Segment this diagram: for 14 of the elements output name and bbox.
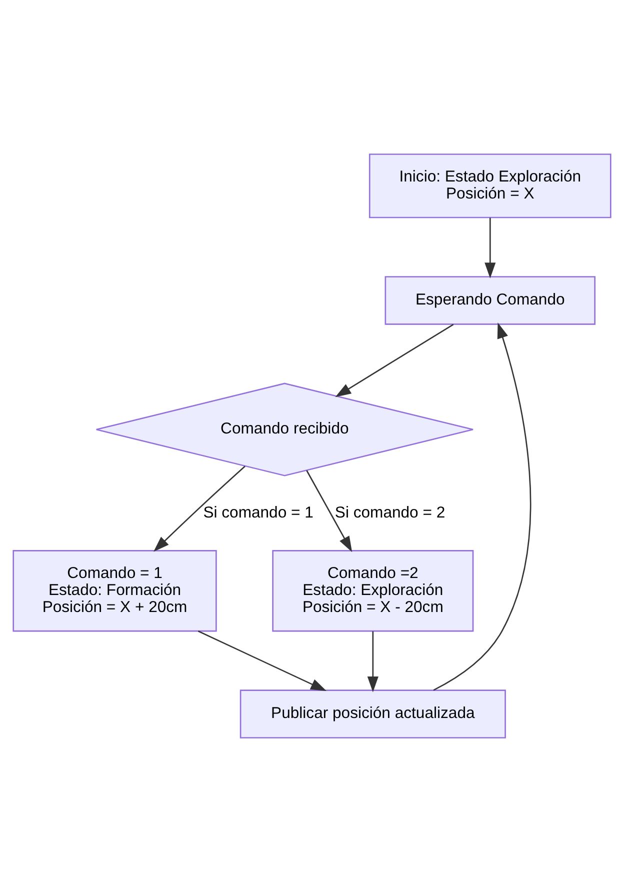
arrow — [433, 322, 532, 691]
node-box: Inicio: Estado Exploración Posición = X — [368, 154, 612, 218]
arrow — [154, 466, 246, 552]
node-box: Comando =2 Estado: Exploración Posición = X - 20cm — [272, 550, 474, 632]
arrow — [335, 324, 454, 398]
node-box: Esperando Comando — [384, 276, 596, 325]
arrow — [484, 218, 496, 278]
arrow — [306, 470, 352, 552]
node-box: Publicar posición actualizada — [240, 690, 506, 738]
edge-label: Si comando = 1 — [203, 504, 314, 522]
arrow — [367, 631, 378, 692]
arrow — [198, 630, 327, 692]
edge-label: Si comando = 2 — [334, 504, 446, 522]
node-box: Comando = 1 Estado: Formación Posición = X + 20cm — [12, 550, 217, 632]
